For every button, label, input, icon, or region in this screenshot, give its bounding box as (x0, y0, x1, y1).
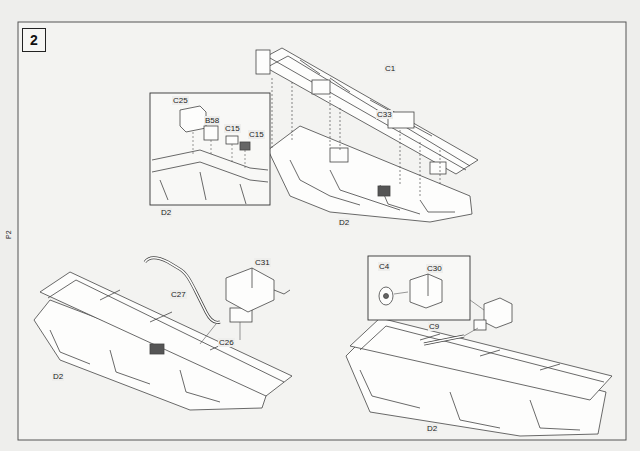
part-callout: D2 (426, 424, 438, 433)
part-callout: C33 (376, 110, 393, 119)
part-callout: B58 (204, 116, 220, 125)
part-callout: C9 (428, 322, 440, 331)
part-callout: C30 (426, 264, 443, 273)
part-callout: C1 (384, 64, 396, 73)
part-callout: D2 (52, 372, 64, 381)
part-callout: C15 (248, 130, 265, 139)
part-callout: D2 (160, 208, 172, 217)
part-callout: C25 (172, 96, 189, 105)
page-number: P2 (4, 229, 13, 240)
part-callout: D2 (338, 218, 350, 227)
step-number: 2 (23, 32, 45, 48)
part-callout: C4 (378, 262, 390, 271)
part-callout: C31 (254, 258, 271, 267)
part-callout: C27 (170, 290, 187, 299)
part-callout: C26 (218, 338, 235, 347)
part-callout: C15 (224, 124, 241, 133)
step-number-box: 2 (22, 28, 46, 52)
